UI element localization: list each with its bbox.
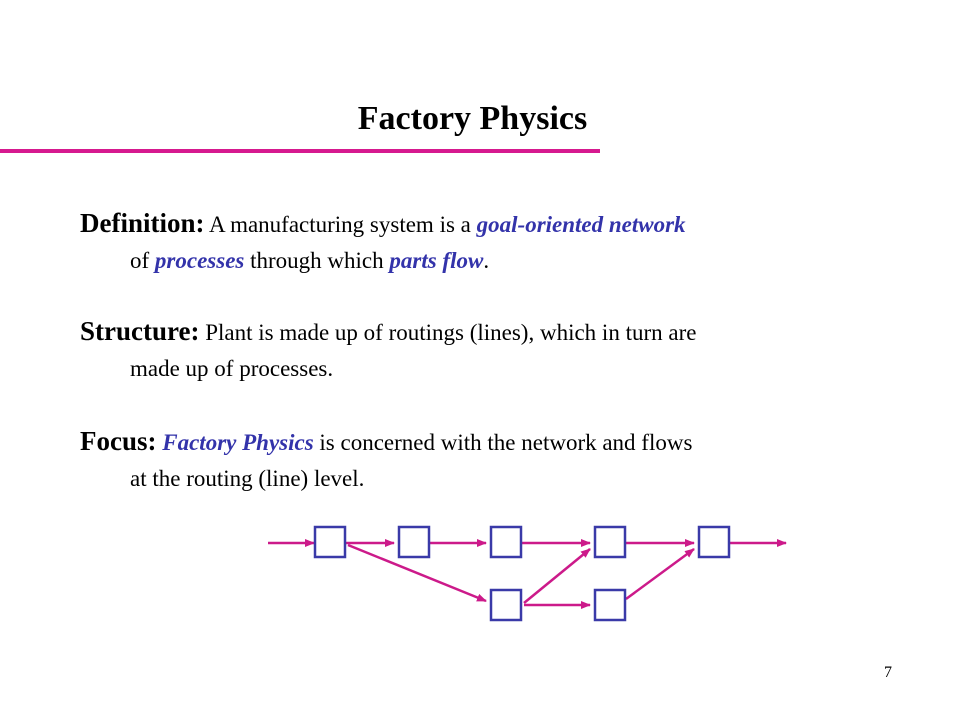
- focus-label: Focus:: [80, 426, 157, 456]
- process-box-6: [489, 588, 523, 622]
- definition-highlight-processes: processes: [154, 248, 245, 273]
- title-underline: [0, 149, 600, 153]
- focus-line-1: is concerned with the network and flows: [313, 430, 693, 455]
- definition-text-2: of: [130, 248, 155, 273]
- process-box-1: [313, 525, 347, 559]
- focus-line-2: at the routing (line) level.: [130, 466, 365, 491]
- flow-arrow-6-4: [523, 548, 591, 604]
- focus-paragraph: Focus: Factory Physics is concerned with…: [80, 423, 880, 497]
- structure-line-2: made up of processes.: [130, 356, 334, 381]
- definition-text-4: .: [483, 248, 490, 273]
- structure-label: Structure:: [80, 316, 200, 346]
- process-box-4: [593, 525, 627, 559]
- definition-label: Definition:: [80, 208, 205, 238]
- definition-text-1: A manufacturing system is a: [204, 212, 477, 237]
- flow-arrow-7-5: [625, 547, 695, 601]
- routing-network-diagram: [268, 525, 787, 622]
- focus-highlight-factory-physics: Factory Physics: [156, 430, 314, 455]
- flow-arrow-1-6: [347, 543, 487, 603]
- process-box-5: [697, 525, 731, 559]
- definition-highlight-network: goal-oriented network: [476, 212, 686, 237]
- definition-highlight-parts-flow: parts flow: [389, 248, 484, 273]
- structure-paragraph: Structure: Plant is made up of routings …: [80, 313, 880, 387]
- definition-text-3: through which: [244, 248, 390, 273]
- slide-title: Factory Physics: [357, 100, 588, 137]
- definition-paragraph: Definition: A manufacturing system is a …: [80, 205, 880, 279]
- process-box-3: [489, 525, 523, 559]
- structure-line-1: Plant is made up of routings (lines), wh…: [199, 320, 697, 345]
- process-box-7: [593, 588, 627, 622]
- process-box-2: [397, 525, 431, 559]
- page-number: 7: [884, 664, 892, 681]
- definition-line-2: of processes through which parts flow.: [80, 243, 880, 279]
